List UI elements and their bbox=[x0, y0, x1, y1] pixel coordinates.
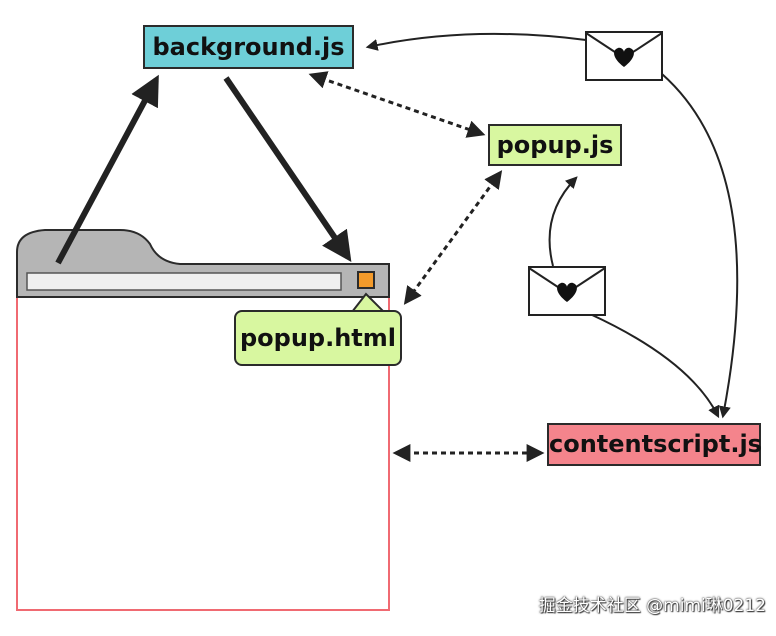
arrow-envelope-to-contentscript-bottom bbox=[589, 313, 720, 419]
envelope-heart-icon bbox=[528, 266, 606, 316]
arrow-background-to-icon bbox=[223, 76, 352, 262]
browser-window bbox=[16, 229, 390, 611]
popup-html-box: popup.html bbox=[234, 310, 402, 366]
heart-icon bbox=[614, 47, 634, 67]
background-js-box: background.js bbox=[143, 25, 354, 69]
arrow-background-popupjs bbox=[308, 71, 486, 138]
arrow-browser-to-background bbox=[55, 74, 159, 265]
contentscript-js-box: contentscript.js bbox=[547, 423, 762, 466]
address-bar bbox=[26, 272, 342, 291]
watermark: 掘金技术社区 @mimi琳0212 bbox=[538, 596, 766, 616]
arrow-envelope-to-background bbox=[365, 32, 587, 51]
envelope-heart-icon bbox=[585, 31, 663, 81]
arrow-envelope-to-contentscript-top bbox=[661, 73, 739, 419]
popup-js-box: popup.js bbox=[488, 124, 622, 166]
arrow-popupjs-popuphtml bbox=[403, 170, 503, 305]
extension-icon bbox=[357, 271, 375, 289]
heart-icon bbox=[557, 282, 577, 302]
arrow-envelope-to-popupjs bbox=[548, 176, 578, 267]
